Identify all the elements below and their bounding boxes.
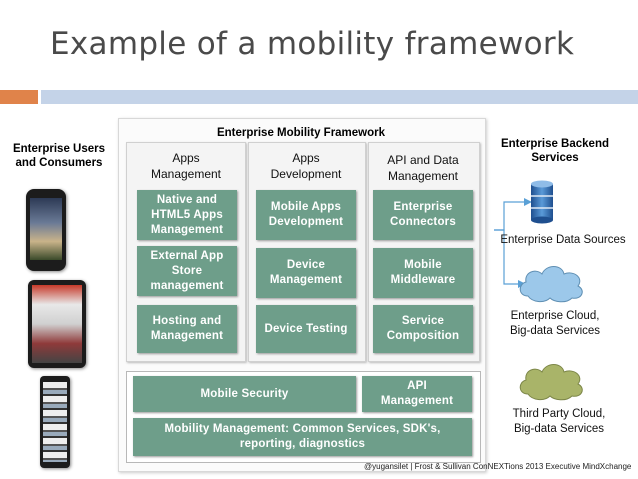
smartphone-image <box>26 189 66 271</box>
title-rule-bar <box>41 90 638 104</box>
arrow-to-data-sources <box>494 201 524 231</box>
enterprise-users-label: Enterprise Users and Consumers <box>12 143 106 169</box>
enterprise-cloud-label: Enterprise Cloud, Big-data Services <box>509 310 601 337</box>
cloud-icon <box>519 266 583 303</box>
arrowhead <box>524 198 532 206</box>
mobile-security-box: Mobile Security <box>133 376 356 412</box>
title-accent-bar <box>0 90 38 104</box>
footer-credit: @yugansilet | Frost & Sullivan ConNEXTio… <box>364 462 632 471</box>
page-title: Example of a mobility framework <box>50 26 575 62</box>
backend-services-label: Enterprise Backend Services <box>500 138 609 164</box>
arrow-to-enterprise-cloud <box>494 229 518 285</box>
tablet-image <box>28 280 86 368</box>
third-party-cloud-label: Third Party Cloud, Big-data Services <box>512 408 606 435</box>
mobility-management-box: Mobility Management: Common Services, SD… <box>133 418 472 456</box>
feature-phone-image <box>40 376 70 468</box>
framework-title: Enterprise Mobility Framework <box>216 127 386 139</box>
device-testing-box: Device Testing <box>256 305 356 353</box>
database-icon <box>531 180 553 224</box>
cloud-icon <box>519 364 583 401</box>
enterprise-data-sources-label: Enterprise Data Sources <box>500 234 626 246</box>
